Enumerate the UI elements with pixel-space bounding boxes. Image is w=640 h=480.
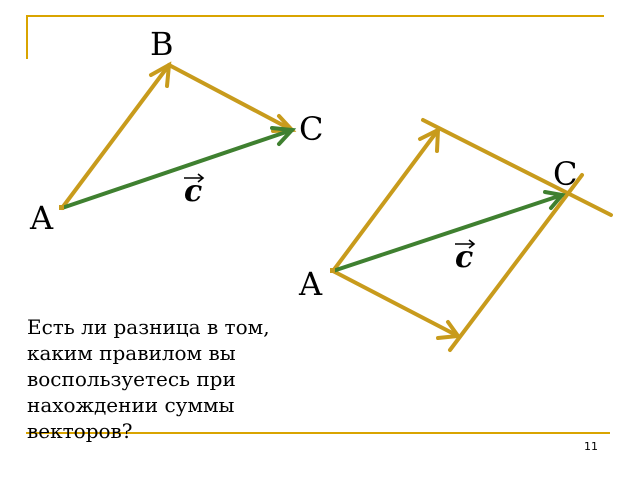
frame-bottom-line <box>26 432 610 434</box>
vector-ac-diagonal-sum <box>331 193 564 273</box>
vector-label-arrow-1 <box>184 173 205 183</box>
vector-a-up-arrowhead <box>418 126 441 153</box>
vector-bc <box>167 63 294 132</box>
label-point-a-2: A <box>299 265 323 303</box>
label-vector-c: c <box>184 174 203 209</box>
point-a-marker <box>59 205 64 210</box>
vector-a-down-arrowhead <box>436 320 462 340</box>
parallel-line-top <box>421 118 613 217</box>
vector-ac-sum <box>60 128 294 210</box>
vector-ac-diagonal-sum-arrowhead <box>543 190 566 210</box>
vector-a-down <box>331 269 460 338</box>
point-a2-marker <box>330 268 335 273</box>
label-point-a: A <box>30 199 54 237</box>
slide-number: 11 <box>584 440 598 453</box>
vector-ab <box>60 63 171 210</box>
parallel-line-right <box>448 173 584 352</box>
triangle-rule-figure <box>59 61 297 210</box>
frame-top-line <box>26 15 604 17</box>
vector-ac-sum-arrowhead <box>270 126 297 146</box>
vector-label-arrow-2 <box>455 239 476 249</box>
label-point-b: B <box>150 25 174 63</box>
label-vector-c-2: c <box>455 240 474 275</box>
label-point-c: C <box>299 110 324 148</box>
vector-a-up <box>331 128 440 273</box>
question-text: Есть ли разница в том, каким правилом вы… <box>27 315 270 443</box>
frame-left-line <box>26 15 28 59</box>
parallelogram-rule-figure <box>330 118 613 352</box>
label-point-c-2: C <box>553 155 578 193</box>
